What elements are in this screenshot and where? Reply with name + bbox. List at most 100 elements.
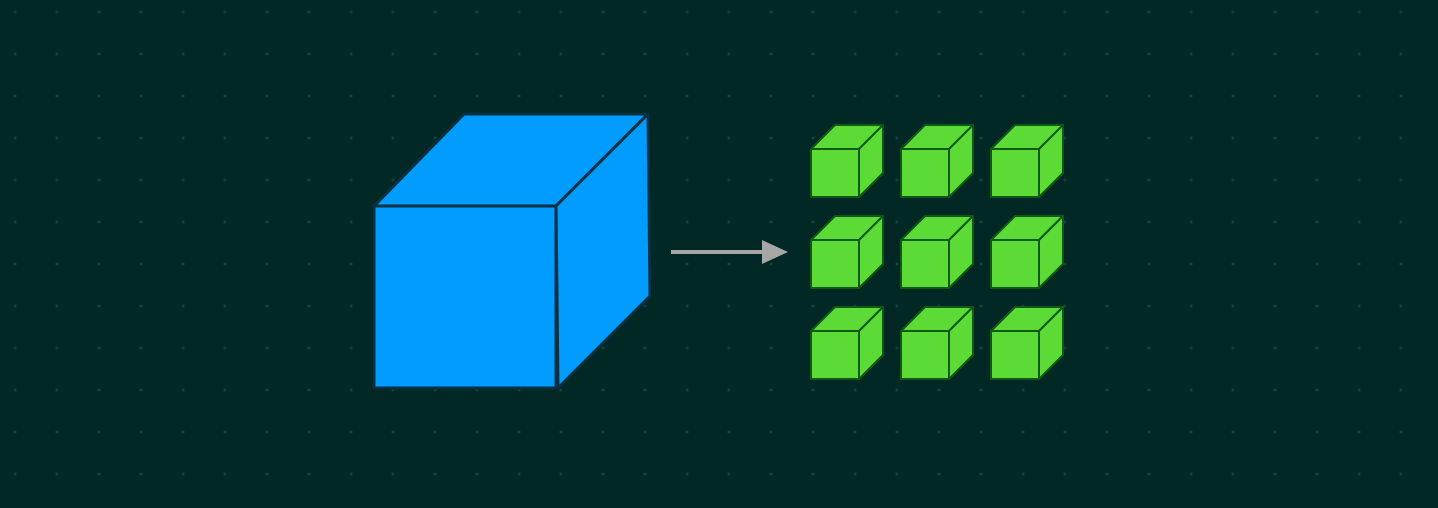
grid-dot	[1357, 430, 1361, 434]
grid-dot	[13, 430, 17, 434]
grid-dot	[349, 430, 353, 434]
grid-dot	[937, 10, 941, 14]
grid-dot	[55, 10, 59, 14]
grid-dot	[811, 136, 815, 140]
split-arrow	[671, 240, 788, 264]
grid-dot	[1315, 262, 1319, 266]
grid-dot	[979, 52, 983, 56]
grid-dot	[55, 52, 59, 56]
grid-dot	[13, 346, 17, 350]
grid-dot	[1189, 472, 1193, 476]
grid-dot	[1231, 136, 1235, 140]
grid-dot	[1021, 52, 1025, 56]
grid-dot	[1147, 220, 1151, 224]
grid-dot	[1147, 388, 1151, 392]
grid-dot	[979, 220, 983, 224]
grid-dot	[265, 52, 269, 56]
grid-dot	[559, 10, 563, 14]
grid-dot	[97, 262, 101, 266]
grid-dot	[181, 472, 185, 476]
grid-dot	[223, 472, 227, 476]
grid-dot	[307, 304, 311, 308]
grid-dot	[265, 304, 269, 308]
grid-dot	[181, 430, 185, 434]
grid-dot	[1147, 52, 1151, 56]
grid-dot	[97, 346, 101, 350]
grid-dot	[55, 220, 59, 224]
grid-dot	[433, 94, 437, 98]
grid-dot	[979, 388, 983, 392]
target-cube-front-face	[810, 239, 860, 289]
grid-dot	[685, 178, 689, 182]
grid-dot	[895, 304, 899, 308]
grid-dot	[1357, 262, 1361, 266]
grid-dot	[1273, 52, 1277, 56]
grid-dot	[517, 10, 521, 14]
grid-dot	[1063, 52, 1067, 56]
grid-dot	[1063, 430, 1067, 434]
grid-dot	[223, 94, 227, 98]
grid-dot	[685, 52, 689, 56]
grid-dot	[1273, 220, 1277, 224]
grid-dot	[601, 10, 605, 14]
grid-dot	[181, 178, 185, 182]
target-cube-front-face	[990, 148, 1040, 198]
grid-dot	[1399, 94, 1403, 98]
grid-dot	[13, 262, 17, 266]
grid-dot	[517, 94, 521, 98]
grid-dot	[475, 472, 479, 476]
grid-dot	[1357, 178, 1361, 182]
grid-dot	[1189, 304, 1193, 308]
grid-dot	[895, 178, 899, 182]
grid-dot	[391, 178, 395, 182]
grid-dot	[1357, 346, 1361, 350]
grid-dot	[811, 430, 815, 434]
grid-dot	[895, 52, 899, 56]
grid-dot	[1273, 136, 1277, 140]
grid-dot	[769, 472, 773, 476]
grid-dot	[1105, 52, 1109, 56]
grid-dot	[307, 430, 311, 434]
grid-dot	[223, 220, 227, 224]
grid-dot	[1021, 388, 1025, 392]
grid-dot	[307, 220, 311, 224]
grid-dot	[55, 388, 59, 392]
grid-dot	[979, 472, 983, 476]
grid-dot	[181, 52, 185, 56]
target-cube	[990, 306, 1064, 380]
grid-dot	[265, 346, 269, 350]
grid-dot	[685, 94, 689, 98]
grid-dot	[1399, 430, 1403, 434]
grid-dot	[685, 136, 689, 140]
target-cube	[810, 124, 884, 198]
target-cube	[990, 215, 1064, 289]
grid-dot	[181, 10, 185, 14]
target-cube	[810, 306, 884, 380]
grid-dot	[223, 10, 227, 14]
grid-dot	[265, 136, 269, 140]
grid-dot	[55, 94, 59, 98]
grid-dot	[1273, 472, 1277, 476]
grid-dot	[265, 220, 269, 224]
grid-dot	[139, 472, 143, 476]
grid-dot	[1399, 388, 1403, 392]
grid-dot	[853, 52, 857, 56]
grid-dot	[1231, 304, 1235, 308]
grid-dot	[55, 304, 59, 308]
target-cube-front-face	[990, 239, 1040, 289]
grid-dot	[1273, 178, 1277, 182]
grid-dot	[1063, 94, 1067, 98]
grid-dot	[1399, 178, 1403, 182]
grid-dot	[727, 262, 731, 266]
grid-dot	[307, 388, 311, 392]
grid-dot	[307, 10, 311, 14]
grid-dot	[601, 346, 605, 350]
grid-dot	[1231, 52, 1235, 56]
grid-dot	[181, 94, 185, 98]
grid-dot	[769, 262, 773, 266]
grid-dot	[307, 262, 311, 266]
grid-dot	[1147, 178, 1151, 182]
grid-dot	[685, 388, 689, 392]
grid-dot	[727, 472, 731, 476]
grid-dot	[433, 52, 437, 56]
